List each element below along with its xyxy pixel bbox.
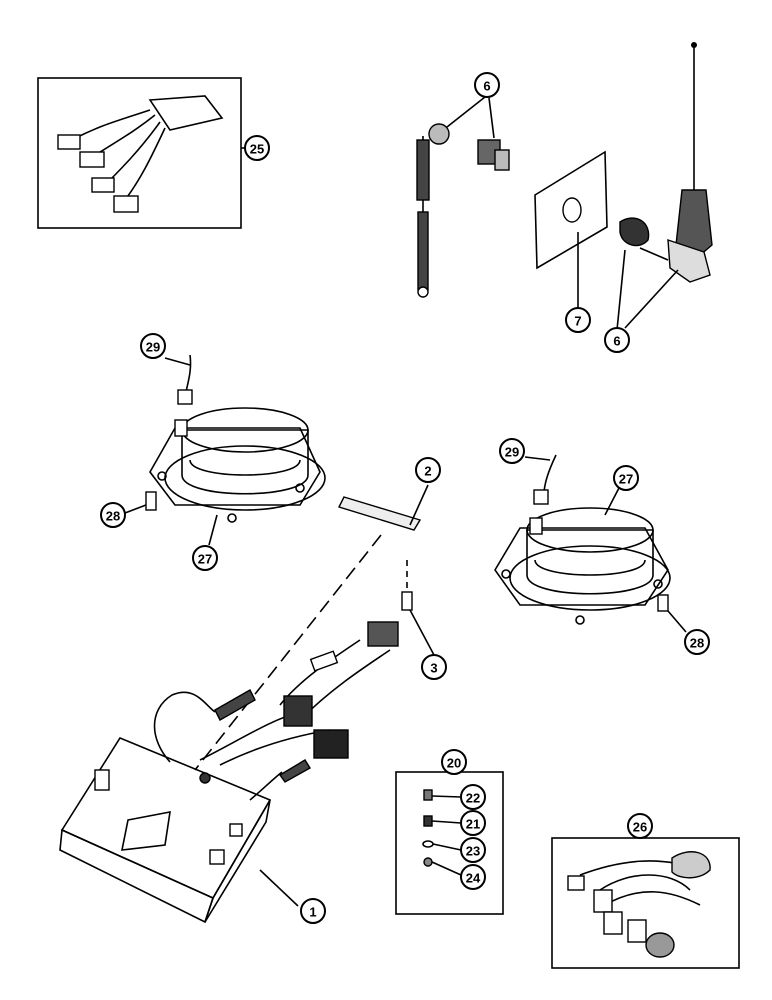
svg-text:20: 20: [447, 756, 461, 771]
leader-lines: [164, 96, 679, 907]
svg-text:1: 1: [309, 905, 316, 920]
callout-28-left: 28: [100, 502, 126, 528]
callout-24: 24: [460, 864, 486, 890]
callout-27-right: 27: [613, 465, 639, 491]
svg-text:25: 25: [250, 142, 264, 157]
callout-26: 26: [627, 813, 653, 839]
svg-text:7: 7: [574, 314, 581, 329]
svg-text:3: 3: [430, 661, 437, 676]
antenna: [619, 42, 713, 283]
screw-3: [401, 560, 413, 611]
mounting-plate: [534, 150, 608, 270]
callout-25: 25: [244, 135, 270, 161]
screw-28-left: [124, 491, 157, 514]
svg-text:28: 28: [690, 636, 704, 651]
ground-strap: [416, 123, 510, 298]
callout-2: 2: [415, 457, 441, 483]
svg-text:6: 6: [613, 334, 620, 349]
callout-28-right: 28: [684, 629, 710, 655]
callout-21: 21: [460, 810, 486, 836]
callout-20: 20: [441, 749, 467, 775]
harness-26-box: [551, 837, 740, 969]
svg-text:26: 26: [633, 820, 647, 835]
callout-3: 3: [421, 654, 447, 680]
radio-harness: [153, 621, 399, 801]
screw-28-right: [657, 594, 687, 633]
speaker-right: [494, 507, 671, 625]
bracket: [338, 496, 422, 531]
callout-7: 7: [565, 307, 591, 333]
callout-22: 22: [460, 784, 486, 810]
callout-29-right: 29: [499, 438, 525, 464]
svg-text:29: 29: [505, 445, 519, 460]
callout-6-strap: 6: [474, 72, 500, 98]
hardware-kit-box: [395, 771, 504, 915]
callout-1: 1: [300, 898, 326, 924]
svg-text:28: 28: [106, 509, 120, 524]
svg-text:27: 27: [619, 472, 633, 487]
svg-text:27: 27: [198, 552, 212, 567]
callout-27-left: 27: [192, 545, 218, 571]
svg-text:24: 24: [466, 871, 481, 886]
callout-29-left: 29: [140, 333, 166, 359]
svg-text:29: 29: [146, 340, 160, 355]
speaker-left: [149, 407, 326, 523]
svg-text:22: 22: [466, 791, 480, 806]
wire-29-right: [533, 454, 557, 505]
harness-25-box: [37, 77, 242, 229]
svg-text:21: 21: [466, 817, 480, 832]
callout-6-antenna: 6: [604, 327, 630, 353]
svg-text:2: 2: [424, 464, 431, 479]
svg-text:23: 23: [466, 844, 480, 859]
radio-unit: [59, 737, 272, 924]
callout-23: 23: [460, 837, 486, 863]
svg-text:6: 6: [483, 79, 490, 94]
wire-29-left: [177, 354, 193, 405]
assembly-guide-line: [194, 534, 382, 771]
